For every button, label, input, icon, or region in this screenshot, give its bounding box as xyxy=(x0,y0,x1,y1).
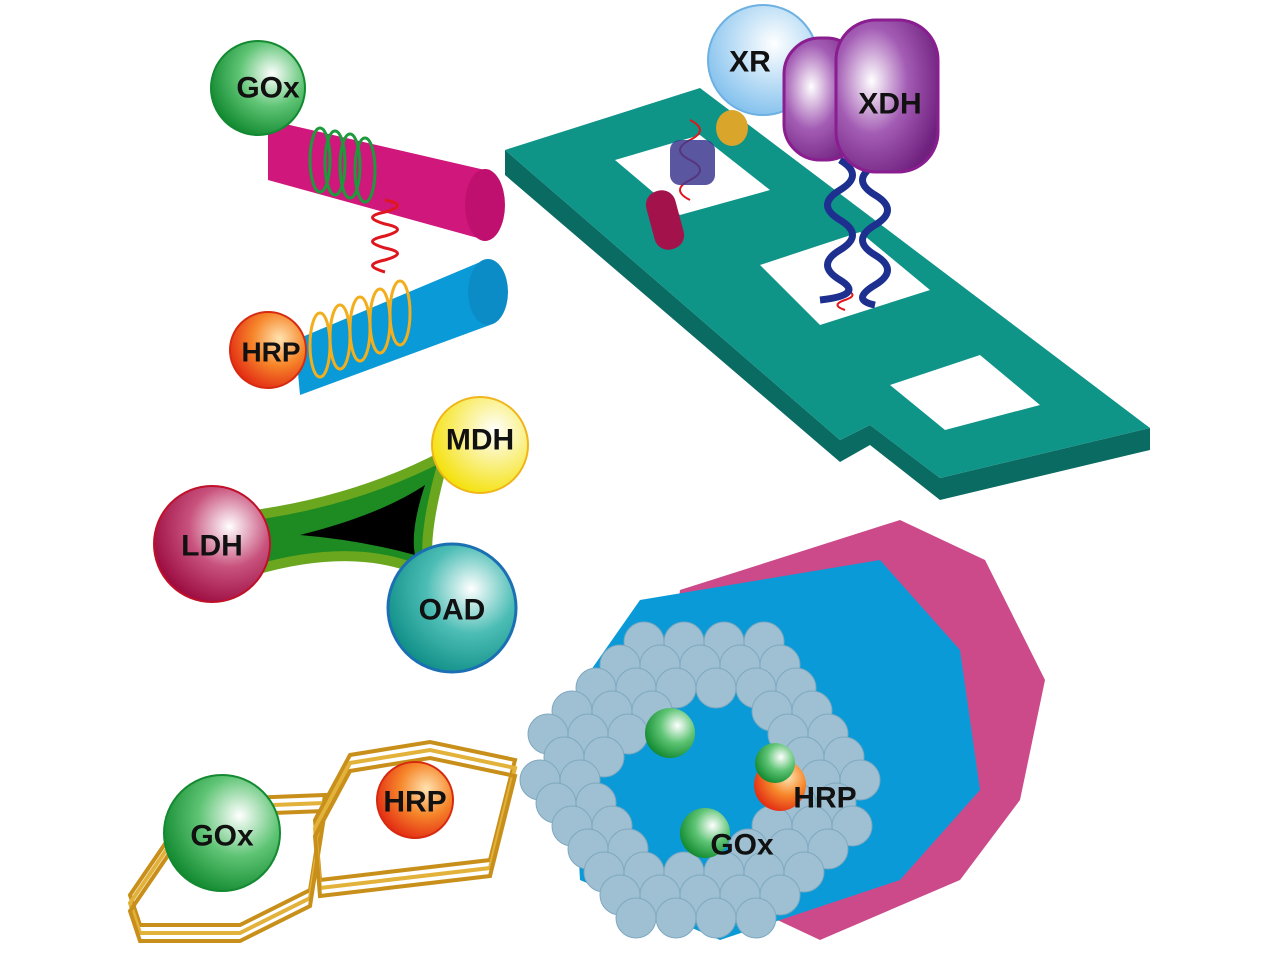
gox-cage-sphere: GOx xyxy=(163,774,281,892)
junction-core xyxy=(300,485,425,555)
xr-label: XR xyxy=(729,46,771,79)
gox-inner-sphere-1 xyxy=(645,708,695,758)
hrp-bundle-label: HRP xyxy=(793,782,856,815)
nanotube-bundle-panel: HRP GOx xyxy=(519,520,1045,940)
red-dna-helix xyxy=(371,198,399,274)
three-arm-junction-panel: MDH LDH OAD xyxy=(153,396,529,674)
tile-hole-2 xyxy=(760,232,930,325)
gox-inner-sphere-2 xyxy=(680,808,730,858)
hrp-cage-label: HRP xyxy=(383,786,446,819)
hexagon-cage-right xyxy=(312,739,518,899)
tube-end-cap xyxy=(695,667,737,709)
tube-end-cap xyxy=(655,897,697,939)
hrp-label: HRP xyxy=(241,337,300,368)
tube-end-cap xyxy=(615,897,657,939)
gox-cage-label: GOx xyxy=(190,820,254,853)
gold-protein-small xyxy=(716,110,748,146)
gox-inner-sphere-3 xyxy=(755,743,795,783)
dna-tile-panel: XR XDH xyxy=(505,4,1150,500)
xdh-label: XDH xyxy=(858,88,921,121)
mdh-enzyme-sphere: MDH xyxy=(431,396,529,494)
magenta-cylinder xyxy=(268,120,505,241)
ldh-enzyme-sphere: LDH xyxy=(153,485,271,603)
tile-side xyxy=(505,150,1150,500)
hrp-enzyme-sphere: HRP xyxy=(229,311,307,389)
blue-protein-small xyxy=(670,140,715,185)
tube-end-cap xyxy=(735,897,777,939)
gox-enzyme-sphere: GOx xyxy=(210,40,306,136)
blue-helix-tile xyxy=(819,156,891,309)
mdh-label: MDH xyxy=(446,424,514,457)
xdh-enzyme-dimer: XDH xyxy=(782,18,940,174)
green-wraps xyxy=(308,126,377,204)
gold-wraps xyxy=(308,279,412,379)
ldh-label: LDH xyxy=(181,530,243,563)
hrp-cage-sphere: HRP xyxy=(376,761,454,839)
oad-enzyme-sphere: OAD xyxy=(386,542,518,674)
tile-hole-3 xyxy=(890,355,1040,430)
origami-pair-panel: GOx HRP xyxy=(210,40,508,395)
magenta-rod xyxy=(645,190,685,250)
gox-label: GOx xyxy=(236,72,300,105)
tube-end-cap xyxy=(695,897,737,939)
gox-bundle-label: GOx xyxy=(710,829,774,862)
oad-label: OAD xyxy=(419,594,486,627)
tube-ends xyxy=(519,621,881,939)
